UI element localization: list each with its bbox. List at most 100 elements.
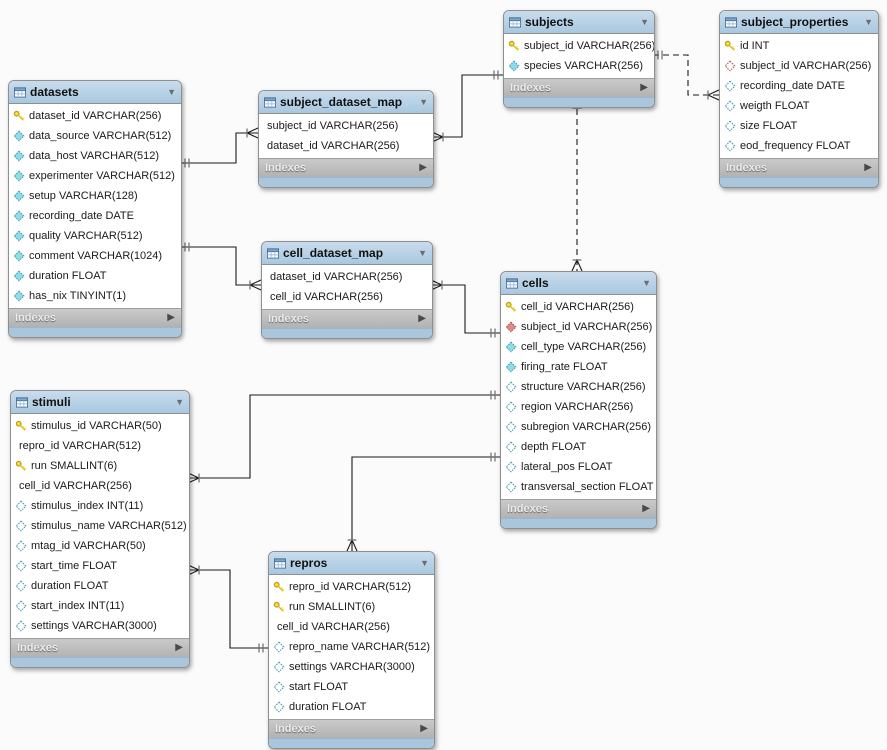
relationship-stimuli-repros[interactable]: [187, 564, 268, 653]
column-row-subjects[interactable]: subject_id VARCHAR(256): [504, 36, 654, 56]
column-row-cells[interactable]: cell_id VARCHAR(256): [501, 297, 656, 317]
collapse-arrow-icon[interactable]: ▼: [419, 96, 428, 107]
expand-arrow-icon[interactable]: ▶: [420, 723, 428, 734]
relationship-line[interactable]: [188, 394, 500, 479]
column-row-stimuli[interactable]: mtag_id VARCHAR(50): [11, 536, 189, 556]
table-subjects[interactable]: subjects▼subject_id VARCHAR(256)species …: [503, 10, 655, 108]
table-header-stimuli[interactable]: stimuli▼: [11, 391, 189, 414]
column-row-subject_dataset_map[interactable]: subject_id VARCHAR(256): [259, 116, 433, 136]
table-header-subject_properties[interactable]: subject_properties▼: [720, 11, 878, 34]
table-header-datasets[interactable]: datasets▼: [9, 81, 181, 104]
column-row-datasets[interactable]: experimenter VARCHAR(512): [9, 166, 181, 186]
column-row-subject_properties[interactable]: subject_id VARCHAR(256): [720, 56, 878, 76]
column-row-repros[interactable]: repro_id VARCHAR(512): [269, 577, 434, 597]
table-stimuli[interactable]: stimuli▼stimulus_id VARCHAR(50)repro_id …: [10, 390, 190, 668]
relationship-line[interactable]: [432, 74, 503, 138]
relationship-line[interactable]: [188, 569, 268, 649]
column-row-cells[interactable]: structure VARCHAR(256): [501, 377, 656, 397]
indexes-footer-repros[interactable]: Indexes▶: [269, 719, 434, 738]
collapse-arrow-icon[interactable]: ▼: [418, 247, 427, 258]
column-row-datasets[interactable]: dataset_id VARCHAR(256): [9, 106, 181, 126]
relationship-subject_dataset_map-subjects[interactable]: [431, 70, 503, 143]
collapse-arrow-icon[interactable]: ▼: [420, 557, 429, 568]
column-row-cells[interactable]: depth FLOAT: [501, 437, 656, 457]
relationship-stimuli-cells[interactable]: [187, 390, 500, 484]
expand-arrow-icon[interactable]: ▶: [175, 642, 183, 653]
column-row-stimuli[interactable]: cell_id VARCHAR(256): [11, 476, 189, 496]
column-row-cells[interactable]: firing_rate FLOAT: [501, 357, 656, 377]
table-header-repros[interactable]: repros▼: [269, 552, 434, 575]
table-header-subject_dataset_map[interactable]: subject_dataset_map▼: [259, 91, 433, 114]
table-header-cells[interactable]: cells▼: [501, 272, 656, 295]
expand-arrow-icon[interactable]: ▶: [864, 162, 872, 173]
column-row-repros[interactable]: repro_name VARCHAR(512): [269, 637, 434, 657]
table-header-subjects[interactable]: subjects▼: [504, 11, 654, 34]
collapse-arrow-icon[interactable]: ▼: [175, 396, 184, 407]
column-row-repros[interactable]: cell_id VARCHAR(256): [269, 617, 434, 637]
column-row-repros[interactable]: settings VARCHAR(3000): [269, 657, 434, 677]
column-row-stimuli[interactable]: stimulus_index INT(11): [11, 496, 189, 516]
column-row-stimuli[interactable]: run SMALLINT(6): [11, 456, 189, 476]
collapse-arrow-icon[interactable]: ▼: [640, 16, 649, 27]
column-row-repros[interactable]: run SMALLINT(6): [269, 597, 434, 617]
relationship-datasets-cell_dataset_map[interactable]: [180, 242, 262, 291]
relationship-subjects-subject_properties[interactable]: [653, 50, 720, 101]
column-row-datasets[interactable]: setup VARCHAR(128): [9, 186, 181, 206]
column-row-datasets[interactable]: quality VARCHAR(512): [9, 226, 181, 246]
column-row-subject_properties[interactable]: weigth FLOAT: [720, 96, 878, 116]
relationship-line[interactable]: [351, 456, 500, 551]
relationship-cell_dataset_map-cells[interactable]: [430, 279, 500, 338]
column-row-stimuli[interactable]: settings VARCHAR(3000): [11, 616, 189, 636]
relationship-subjects-cells[interactable]: [571, 99, 583, 272]
relationship-line[interactable]: [653, 54, 719, 96]
relationship-datasets-subject_dataset_map[interactable]: [180, 127, 259, 168]
column-row-stimuli[interactable]: stimulus_id VARCHAR(50): [11, 416, 189, 436]
column-row-cell_dataset_map[interactable]: dataset_id VARCHAR(256): [262, 267, 432, 287]
column-row-cells[interactable]: subregion VARCHAR(256): [501, 417, 656, 437]
expand-arrow-icon[interactable]: ▶: [419, 162, 427, 173]
relationship-line[interactable]: [180, 246, 261, 286]
column-row-subject_properties[interactable]: size FLOAT: [720, 116, 878, 136]
indexes-footer-cells[interactable]: Indexes▶: [501, 499, 656, 518]
relationship-line[interactable]: [431, 284, 500, 334]
relationship-line[interactable]: [180, 132, 258, 164]
column-row-datasets[interactable]: comment VARCHAR(1024): [9, 246, 181, 266]
table-header-cell_dataset_map[interactable]: cell_dataset_map▼: [262, 242, 432, 265]
column-row-datasets[interactable]: recording_date DATE: [9, 206, 181, 226]
indexes-footer-cell_dataset_map[interactable]: Indexes▶: [262, 309, 432, 328]
column-row-stimuli[interactable]: start_index INT(11): [11, 596, 189, 616]
column-row-cells[interactable]: region VARCHAR(256): [501, 397, 656, 417]
expand-arrow-icon[interactable]: ▶: [167, 312, 175, 323]
column-row-cells[interactable]: subject_id VARCHAR(256): [501, 317, 656, 337]
column-row-repros[interactable]: duration FLOAT: [269, 697, 434, 717]
indexes-footer-stimuli[interactable]: Indexes▶: [11, 638, 189, 657]
column-row-repros[interactable]: start FLOAT: [269, 677, 434, 697]
table-cell_dataset_map[interactable]: cell_dataset_map▼dataset_id VARCHAR(256)…: [261, 241, 433, 339]
indexes-footer-subject_dataset_map[interactable]: Indexes▶: [259, 158, 433, 177]
relationship-repros-cells[interactable]: [346, 452, 500, 552]
column-row-datasets[interactable]: has_nix TINYINT(1): [9, 286, 181, 306]
expand-arrow-icon[interactable]: ▶: [640, 82, 648, 93]
table-subject_dataset_map[interactable]: subject_dataset_map▼subject_id VARCHAR(2…: [258, 90, 434, 188]
collapse-arrow-icon[interactable]: ▼: [864, 16, 873, 27]
column-row-datasets[interactable]: data_host VARCHAR(512): [9, 146, 181, 166]
column-row-stimuli[interactable]: stimulus_name VARCHAR(512): [11, 516, 189, 536]
table-cells[interactable]: cells▼cell_id VARCHAR(256)subject_id VAR…: [500, 271, 657, 529]
indexes-footer-subjects[interactable]: Indexes▶: [504, 78, 654, 97]
column-row-subject_properties[interactable]: recording_date DATE: [720, 76, 878, 96]
column-row-stimuli[interactable]: start_time FLOAT: [11, 556, 189, 576]
table-repros[interactable]: repros▼repro_id VARCHAR(512)run SMALLINT…: [268, 551, 435, 749]
column-row-cell_dataset_map[interactable]: cell_id VARCHAR(256): [262, 287, 432, 307]
column-row-cells[interactable]: cell_type VARCHAR(256): [501, 337, 656, 357]
expand-arrow-icon[interactable]: ▶: [418, 313, 426, 324]
collapse-arrow-icon[interactable]: ▼: [642, 277, 651, 288]
column-row-subject_dataset_map[interactable]: dataset_id VARCHAR(256): [259, 136, 433, 156]
column-row-datasets[interactable]: duration FLOAT: [9, 266, 181, 286]
column-row-subject_properties[interactable]: id INT: [720, 36, 878, 56]
column-row-datasets[interactable]: data_source VARCHAR(512): [9, 126, 181, 146]
column-row-cells[interactable]: lateral_pos FLOAT: [501, 457, 656, 477]
column-row-subjects[interactable]: species VARCHAR(256): [504, 56, 654, 76]
column-row-stimuli[interactable]: duration FLOAT: [11, 576, 189, 596]
table-datasets[interactable]: datasets▼dataset_id VARCHAR(256)data_sou…: [8, 80, 182, 338]
